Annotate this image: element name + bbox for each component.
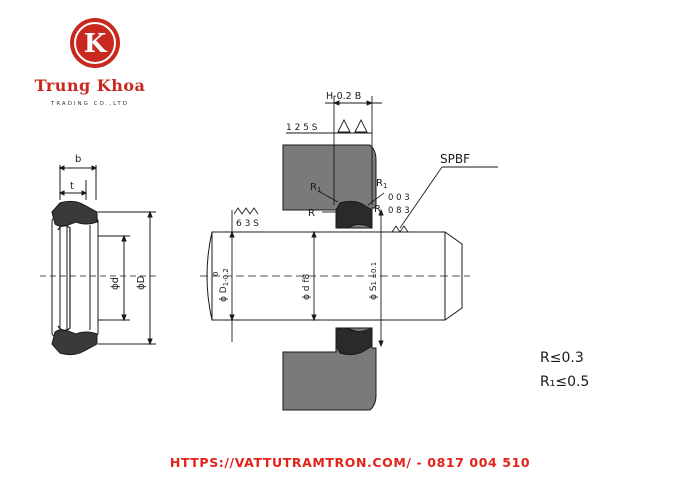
r1-label-upper: R1 [310,182,321,194]
logo-letter: K [84,29,108,59]
note-r1: R₁≤0.5 [540,374,589,390]
dim-t-label: t [70,181,74,192]
tolerance-fraction-bottom: 0 8 3 [388,206,410,216]
r-label-upper: R [308,208,315,219]
d1-sup-label: 0 [212,272,220,276]
brand-subtitle: TRADING CO.,LTD [50,101,130,107]
tolerance-fraction-top: 0 0 3 [388,193,410,203]
dim-d-label: ϕd [110,277,121,290]
logo-emblem-icon: K [70,18,120,68]
d-f8-label: ϕ d f8 [302,273,312,300]
surface-roughness-2: 6 3 S [236,219,259,229]
brand-name: Trung Khoa [34,76,146,95]
dim-b-label: b [75,154,81,165]
sealant-label: SPBF [440,152,470,166]
tolerance-label: H-0.2 B [326,91,361,102]
housing-and-rod [200,144,470,411]
surface-roughness-1: 1 2 5 S [286,123,318,133]
note-r: R≤0.3 [540,350,584,366]
footer-contact[interactable]: HTTPS://VATTUTRAMTRON.COM/ - 0817 004 51… [169,455,531,470]
s1-label: ϕ S1 ±0.1 [369,262,379,300]
seal-cross-section [40,165,160,356]
d1-label: ϕ D1-0.2 [219,268,230,302]
r-label-right: R [374,204,381,215]
company-logo: K Trung Khoa TRADING CO.,LTD [15,10,165,110]
dim-D-label: ϕD [136,275,147,290]
r1-label-right: R1 [376,178,387,190]
